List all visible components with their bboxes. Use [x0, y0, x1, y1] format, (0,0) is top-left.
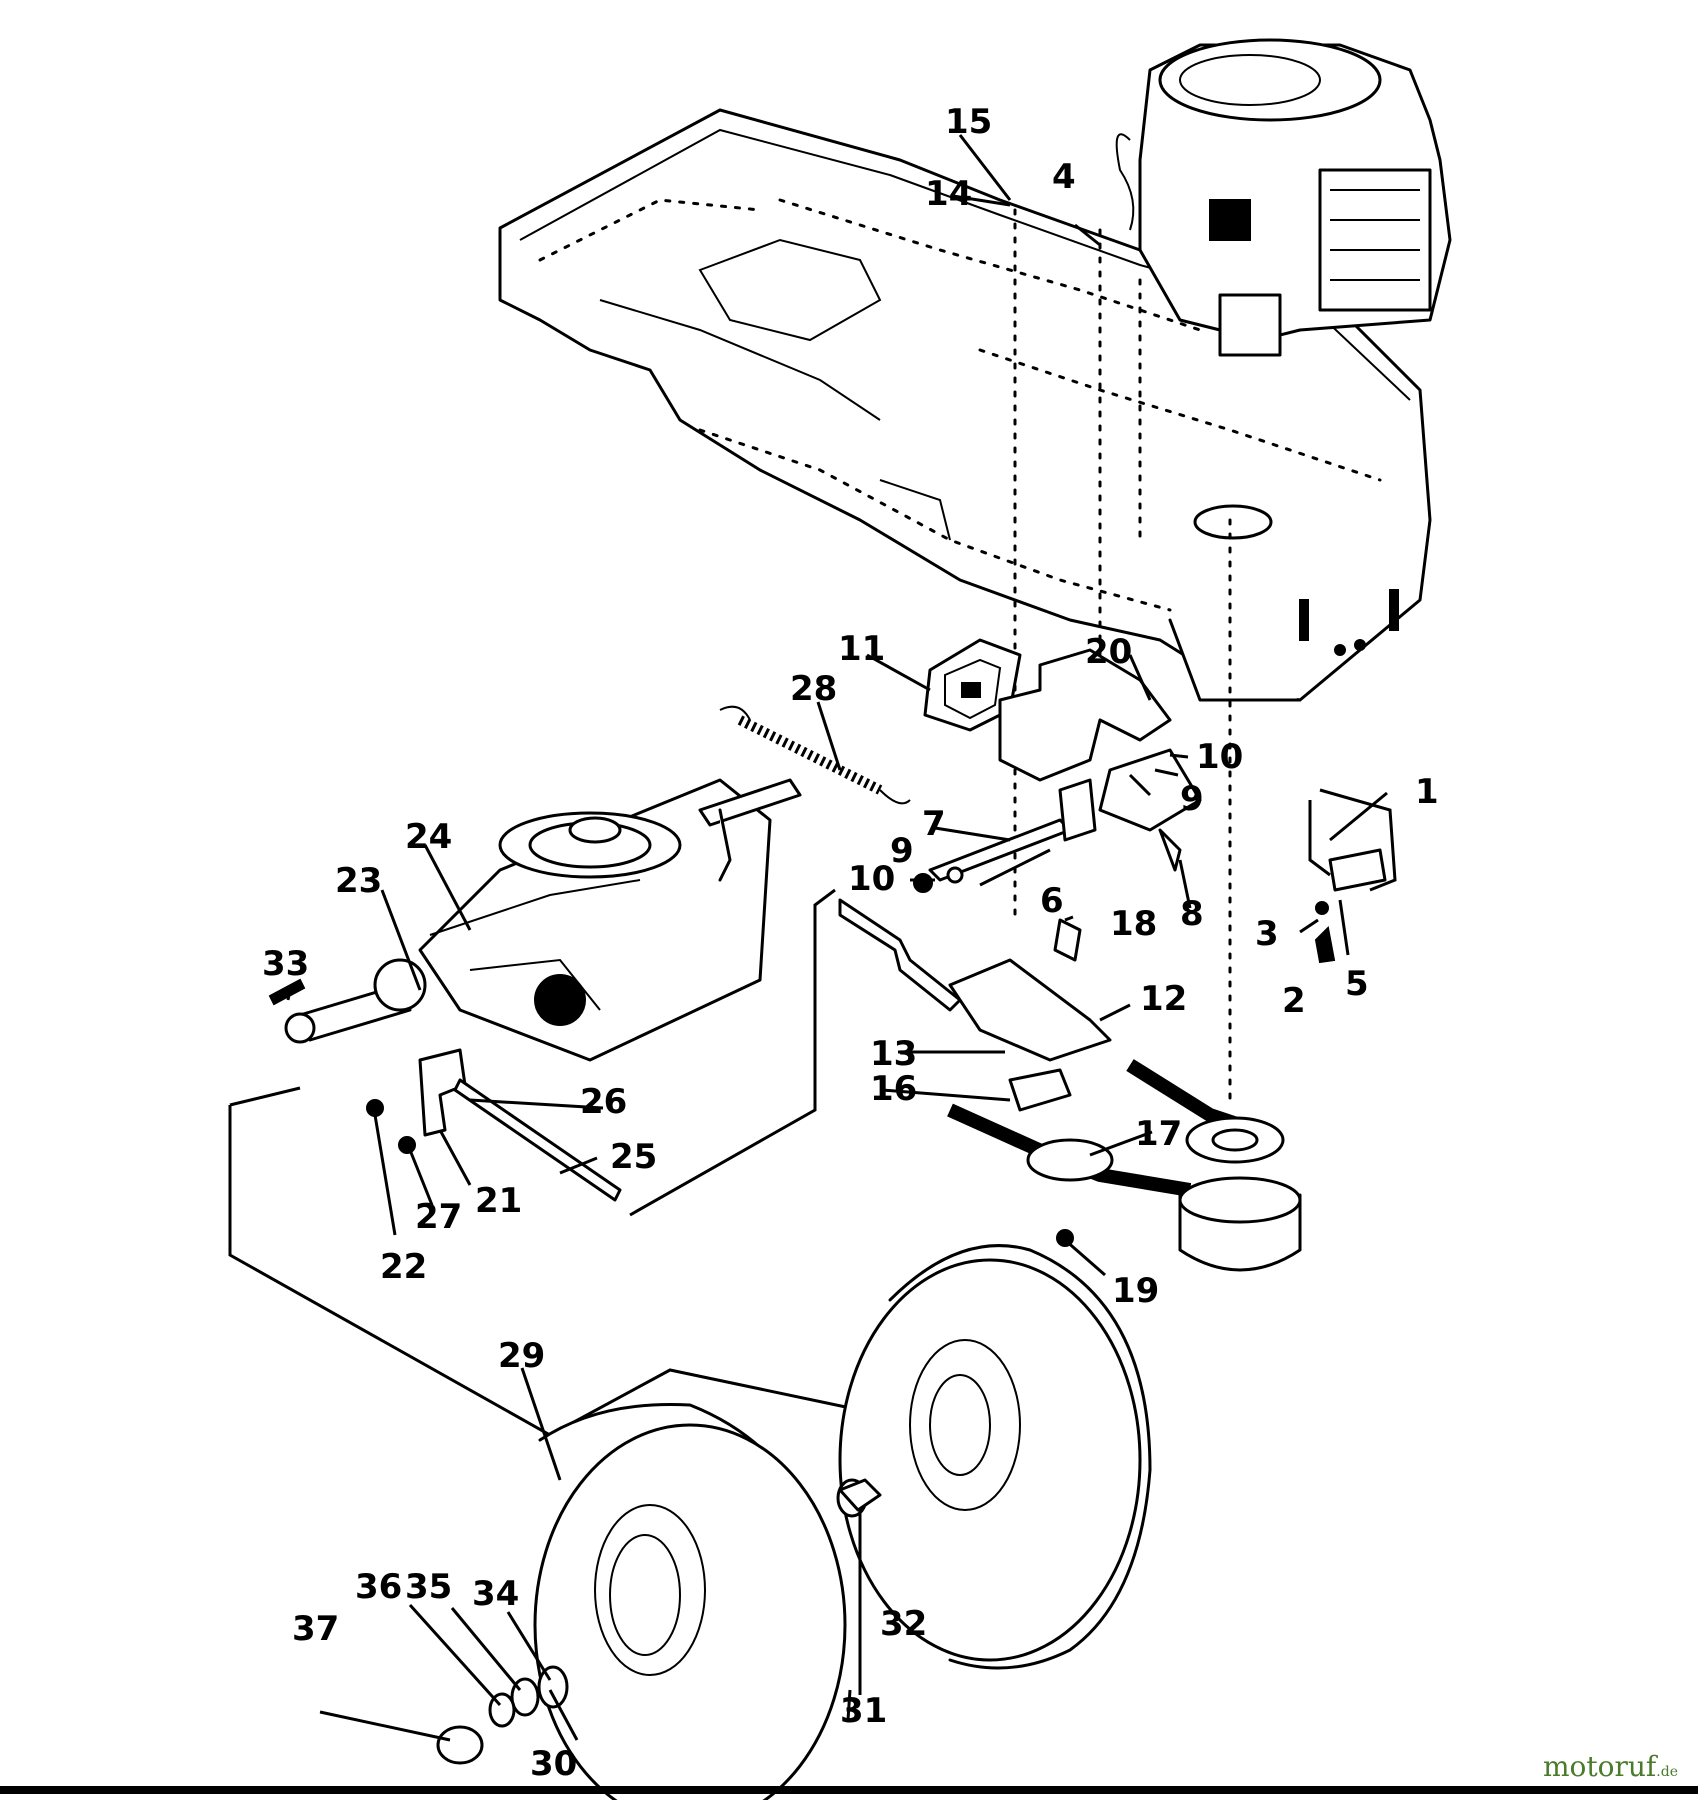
callout-17: 17 [1135, 1114, 1182, 1154]
callout-32: 32 [880, 1604, 927, 1644]
callout-1: 1 [1415, 772, 1439, 812]
brake-shaft [913, 778, 1097, 893]
engine [1115, 38, 1452, 357]
callout-12: 12 [1140, 979, 1187, 1019]
callout-24: 24 [405, 817, 452, 857]
callout-23: 23 [335, 861, 382, 901]
callout-36: 36 [355, 1567, 402, 1607]
part-21-bracket [366, 1048, 622, 1202]
callout-9-upper: 9 [1180, 779, 1204, 819]
bottom-rule [0, 1786, 1698, 1794]
callout-28: 28 [790, 669, 837, 709]
callout-10-upper: 10 [1196, 737, 1243, 777]
callout-3: 3 [1255, 914, 1279, 954]
callout-27: 27 [415, 1197, 462, 1237]
part-11-mount [923, 638, 1022, 732]
callout-15: 15 [945, 102, 992, 142]
part-33-pin [268, 978, 306, 1006]
part-1-pin [1308, 788, 1397, 964]
callout-25: 25 [610, 1137, 657, 1177]
part-16-block [1008, 1068, 1072, 1112]
callout-35: 35 [405, 1567, 452, 1607]
callout-31: 31 [840, 1691, 887, 1731]
rear-wheel-left [533, 1402, 847, 1800]
belt-pulleys [947, 1059, 1302, 1272]
part-20-bracket [998, 648, 1172, 782]
callout-14: 14 [925, 174, 972, 214]
watermark-text: motoruf [1542, 1750, 1657, 1783]
callout-labels: 1 2 3 4 5 6 7 8 9 9 10 10 11 12 13 14 15… [262, 102, 1439, 1784]
callout-2: 2 [1282, 981, 1306, 1021]
callout-19: 19 [1112, 1271, 1159, 1311]
chassis-frame [498, 108, 1432, 702]
callout-37: 37 [292, 1609, 339, 1649]
watermark: motoruf.de [1543, 1750, 1678, 1783]
part-28-spring [719, 705, 911, 805]
callout-26: 26 [580, 1082, 627, 1122]
callout-7: 7 [922, 804, 946, 844]
callout-11: 11 [838, 629, 885, 669]
callout-10-lower: 10 [848, 859, 895, 899]
callout-16: 16 [870, 1069, 917, 1109]
rear-wheel-right [838, 1244, 1152, 1670]
callout-21: 21 [475, 1181, 522, 1221]
callout-8: 8 [1180, 894, 1204, 934]
callout-18: 18 [1110, 904, 1157, 944]
part-32-axle [836, 1478, 882, 1518]
watermark-suffix: .de [1656, 1764, 1678, 1780]
part-8-bracket [1098, 748, 1202, 872]
callout-22: 22 [380, 1247, 427, 1287]
callout-29: 29 [498, 1336, 545, 1376]
callout-9-lower: 9 [890, 831, 914, 871]
callout-5: 5 [1345, 964, 1369, 1004]
part-12-lever [838, 898, 1112, 1062]
callout-33: 33 [262, 944, 309, 984]
callout-4: 4 [1052, 157, 1076, 197]
callout-13: 13 [870, 1034, 917, 1074]
callout-30: 30 [530, 1744, 577, 1784]
callout-34: 34 [472, 1574, 519, 1614]
callout-6: 6 [1040, 881, 1064, 921]
transmission [284, 778, 802, 1062]
leader-lines [286, 134, 1388, 1742]
callout-20: 20 [1085, 632, 1132, 672]
assembly-lines [1013, 208, 1232, 1102]
